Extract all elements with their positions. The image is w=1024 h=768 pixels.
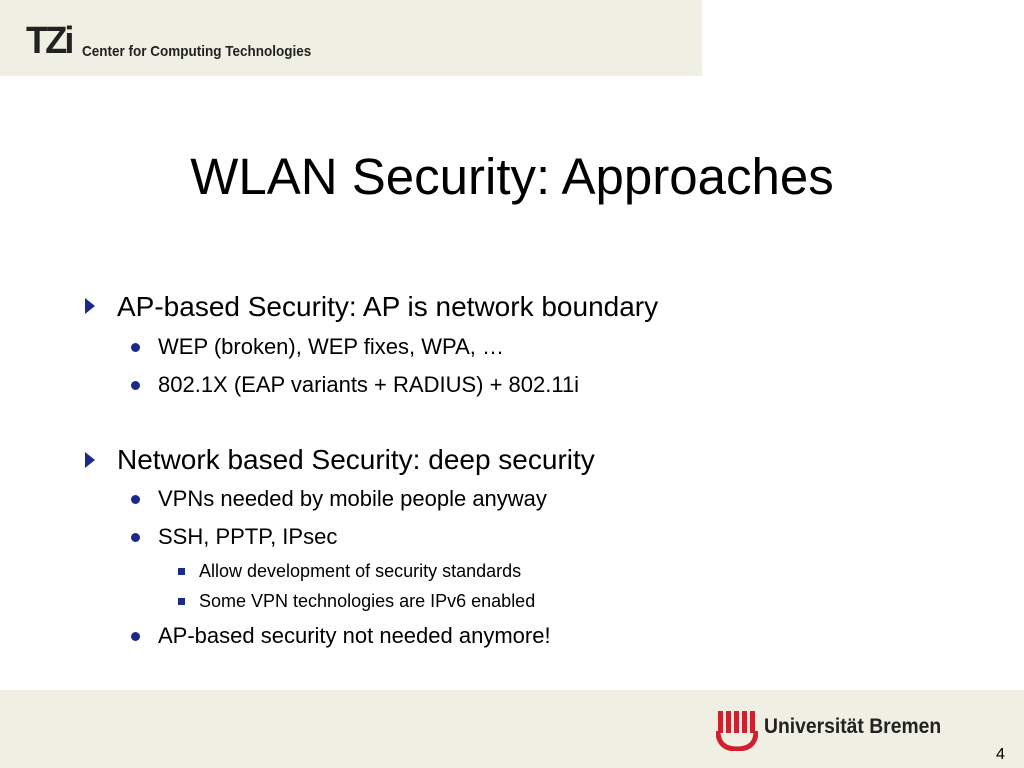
tzi-logo-text: TZi — [26, 20, 74, 62]
triangle-right-icon — [85, 298, 95, 314]
dot-icon — [131, 381, 140, 390]
bullet-item: Some VPN technologies are IPv6 enabled — [199, 591, 536, 611]
bullet-item: Allow development of security standards — [199, 561, 522, 581]
bullet-item: SSH, PPTP, IPsec — [158, 524, 338, 549]
university-name: Universität Bremen — [764, 715, 942, 738]
page-number: 4 — [996, 746, 1005, 763]
bullet-item: 802.1X (EAP variants + RADIUS) + 802.11i — [158, 372, 580, 397]
slide-title: WLAN Security: Approaches — [190, 148, 834, 205]
tzi-logo: TZi — [26, 20, 74, 62]
header-band — [0, 0, 702, 76]
bullet-item: VPNs needed by mobile people anyway — [158, 486, 547, 511]
org-name: Center for Computing Technologies — [82, 43, 312, 60]
dot-icon — [131, 632, 140, 641]
dot-icon — [131, 495, 140, 504]
bullet-item: AP-based security not needed anymore! — [158, 623, 551, 648]
bullet-item: WEP (broken), WEP fixes, WPA, … — [158, 334, 504, 359]
dot-icon — [131, 533, 140, 542]
square-icon — [178, 598, 185, 605]
bullet-item: Network based Security: deep security — [117, 444, 595, 475]
triangle-right-icon — [85, 452, 95, 468]
footer-band — [0, 690, 1024, 768]
bullet-item: AP-based Security: AP is network boundar… — [117, 291, 659, 322]
dot-icon — [131, 343, 140, 352]
uni-bremen-logo-icon — [716, 711, 758, 751]
square-icon — [178, 568, 185, 575]
